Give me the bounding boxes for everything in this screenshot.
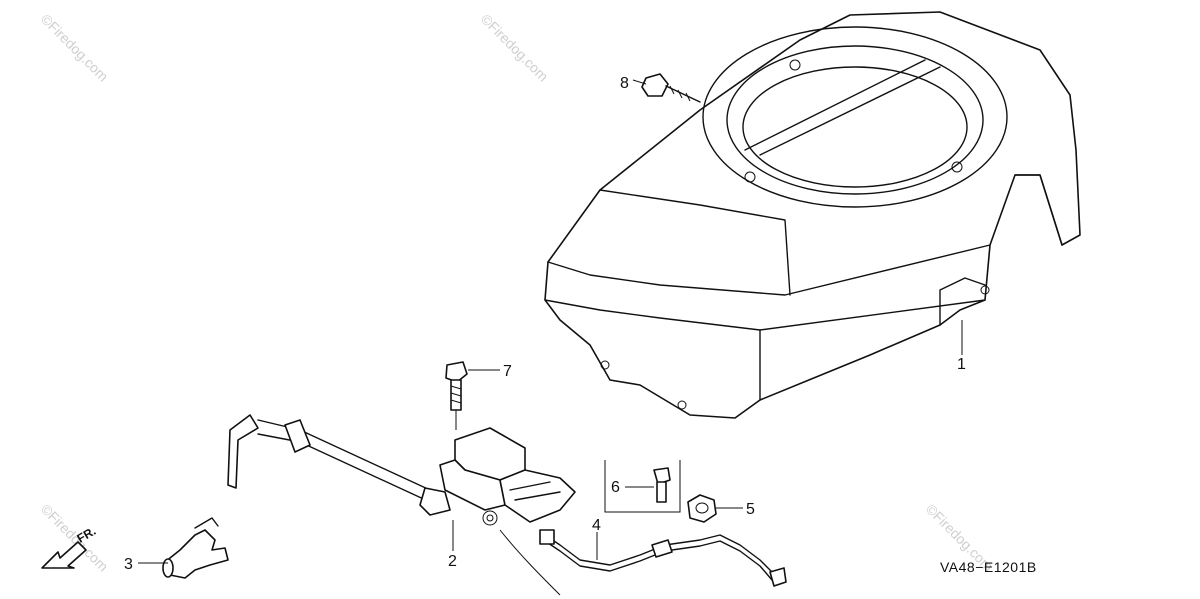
part-bolt-8 xyxy=(641,73,701,103)
watermark-1: ©Firedog.com xyxy=(38,11,112,85)
diagram-code: VA48−E1201B xyxy=(940,559,1037,575)
callout-5: 5 xyxy=(746,501,755,518)
part-ignition-coil xyxy=(227,414,576,596)
callouts: 1 2 3 4 5 6 7 8 xyxy=(124,75,966,573)
callout-4: 4 xyxy=(592,517,601,534)
callout-8: 8 xyxy=(620,75,629,92)
callout-6: 6 xyxy=(611,479,620,496)
callout-1: 1 xyxy=(957,356,966,373)
leader-lines xyxy=(138,79,963,564)
part-fan-cover xyxy=(544,11,1081,419)
part-plug-cap xyxy=(162,517,229,579)
part-clip xyxy=(687,494,717,523)
callout-2: 2 xyxy=(448,553,457,570)
part-bolt-7 xyxy=(445,361,468,430)
callout-3: 3 xyxy=(124,556,133,573)
watermark-2: ©Firedog.com xyxy=(478,11,552,85)
part-bolt-6 xyxy=(604,460,681,513)
part-wire-harness xyxy=(539,529,787,587)
callout-7: 7 xyxy=(503,363,512,380)
